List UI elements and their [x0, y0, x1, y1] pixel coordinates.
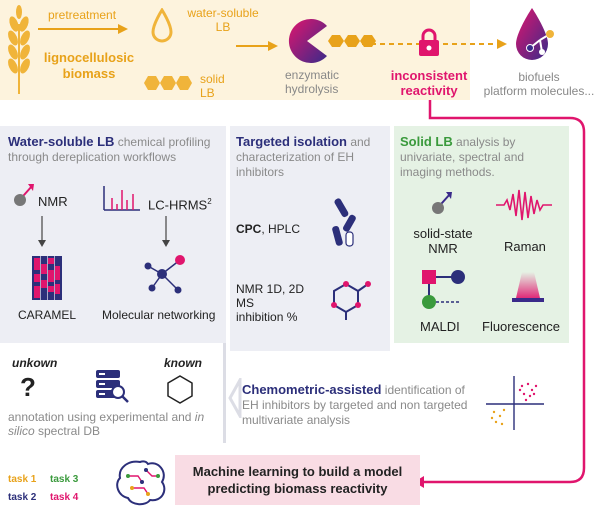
caramel-label: CARAMEL: [18, 308, 77, 322]
arrow-right-icon: [236, 41, 278, 51]
chemometric-text: Chemometric-assisted identification of E…: [242, 382, 472, 427]
nmr-label: NMR: [38, 194, 68, 209]
targeted-isolation-title: Targeted isolation and characterization …: [236, 134, 386, 179]
targeted-isolation-panel: [230, 126, 390, 351]
task2-label: task 2: [8, 492, 37, 503]
scatter-plot-icon: [486, 376, 544, 430]
question-icon: ?: [20, 372, 36, 402]
enzymatic-hydrolysis-label: enzymatic hydrolysis: [285, 68, 340, 96]
inconsistent-reactivity-label: inconsistent reactivity: [390, 68, 468, 98]
polymer-chain-icon: [144, 76, 192, 90]
maldi-icon: [422, 270, 465, 309]
raman-wave-icon: [496, 189, 552, 221]
chemometric-title-rest: identification of EH inhibitors by targe…: [242, 383, 468, 427]
cpc-hplc-label: CPC, HPLC: [236, 222, 300, 236]
database-search-icon: [96, 370, 129, 403]
machine-learning-box: Machine learning to build a model predic…: [175, 455, 420, 505]
solid-lb-label: solid LB: [200, 72, 225, 100]
nmr-1d-2d-label: NMR 1D, 2D: [236, 282, 305, 296]
drop-icon: [151, 8, 173, 43]
ms-spectrum-icon: [103, 186, 140, 211]
brain-circuit-icon: [116, 460, 166, 506]
chromatography-column-icon: [332, 198, 356, 247]
lc-hrms-label: LC-HRMS2: [148, 195, 212, 212]
solid-lb-title-rest: analysis by univariate, spectral and ima…: [400, 135, 525, 179]
unknown-label: unkown: [12, 356, 58, 370]
annotation-text: annotation using experimental and in sili…: [8, 410, 223, 438]
arrow-down-icon: [162, 216, 170, 247]
lock-icon: [419, 28, 439, 56]
annotation-part1: annotation using experimental and: [8, 410, 195, 424]
biomass-label: lignocellulosic biomass: [43, 50, 135, 81]
arrow-right-icon: [38, 24, 128, 34]
nmr-spin-icon: [432, 192, 452, 214]
known-label: known: [164, 356, 202, 370]
biofuel-drop-icon: [516, 8, 554, 60]
annotation-silico: silico: [8, 424, 35, 438]
water-soluble-lb-label: water-soluble LB: [187, 6, 259, 34]
hexagon-molecule-icon: [167, 375, 193, 404]
top-band: [0, 0, 470, 100]
task4-label: task 4: [50, 492, 79, 503]
ml-line2: predicting biomass reactivity: [207, 481, 388, 496]
molecular-networking-label: Molecular networking: [102, 308, 216, 322]
solid-lb-panel: [394, 126, 569, 343]
annotation-part2: spectral DB: [34, 424, 101, 438]
ml-line1: Machine learning to build a model: [192, 464, 403, 479]
fluorescence-icon: [512, 272, 544, 302]
water-soluble-title: Water-soluble LB chemical profiling thro…: [8, 134, 223, 164]
caramel-matrix-icon: [32, 256, 62, 300]
bracket-arrow-icon: [228, 378, 242, 418]
chemometric-title-bold: Chemometric-assisted: [242, 382, 382, 397]
water-soluble-title-rest: chemical profiling through dereplication…: [8, 135, 211, 164]
arrow-down-icon: [38, 216, 46, 247]
pretreatment-label: pretreatment: [48, 8, 117, 22]
lc-hrms-text: LC-HRMS: [148, 197, 208, 213]
water-soluble-panel: [0, 126, 226, 343]
water-soluble-title-bold: Water-soluble LB: [8, 134, 115, 149]
maldi-label: MALDI: [420, 319, 460, 334]
targeted-isolation-title-bold: Targeted isolation: [236, 134, 347, 149]
hplc-label: , HPLC: [261, 222, 301, 236]
solid-lb-title-bold: Solid LB: [400, 134, 453, 149]
solid-state-nmr-label: solid-state NMR: [413, 226, 473, 256]
task3-label: task 3: [50, 474, 79, 485]
lc-hrms-sup: 2: [207, 197, 212, 206]
cpc-label: CPC: [236, 222, 262, 236]
inhibition-label: inhibition %: [236, 310, 298, 324]
wheat-icon: [8, 5, 30, 94]
molecular-network-icon: [144, 255, 185, 294]
ms-label: MS: [236, 296, 254, 310]
solid-lb-title: Solid LB analysis by univariate, spectra…: [400, 134, 565, 179]
annotation-in: in: [194, 410, 205, 424]
task1-label: task 1: [8, 474, 37, 485]
molecule-structure-icon: [331, 281, 371, 320]
targeted-isolation-title-rest: and characterization of EH inhibitors: [236, 135, 371, 179]
biofuels-label: biofuels platform molecules...: [483, 70, 595, 98]
fluorescence-label: Fluorescence: [482, 319, 561, 334]
nmr-spin-icon: [14, 184, 34, 206]
raman-label: Raman: [504, 239, 546, 254]
